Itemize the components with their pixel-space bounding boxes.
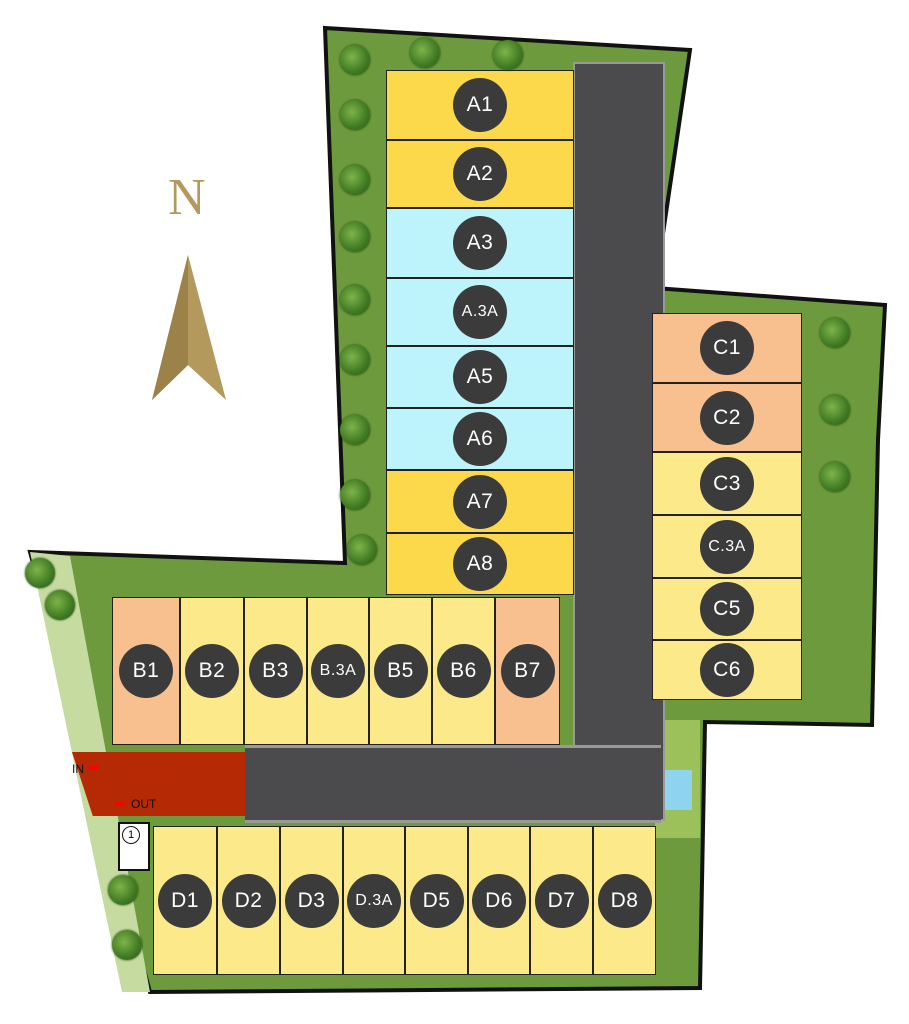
tree-icon	[25, 558, 55, 588]
tree-icon	[112, 930, 142, 960]
lot-a2[interactable]: A2	[386, 140, 574, 208]
tree-icon	[493, 40, 523, 70]
out-arrow-icon: ⬅	[114, 795, 126, 811]
tree-icon	[340, 45, 370, 75]
in-arrow-icon: ➡	[88, 759, 100, 775]
lot-label: C5	[700, 582, 754, 636]
lot-d3[interactable]: D3	[280, 826, 343, 975]
lot-a8[interactable]: A8	[386, 533, 574, 595]
lot-label: B6	[436, 644, 491, 698]
lot-a3a[interactable]: A.3A	[386, 278, 574, 346]
lot-a7[interactable]: A7	[386, 470, 574, 533]
lot-label: C6	[700, 643, 754, 697]
lot-c5[interactable]: C5	[652, 578, 802, 640]
lot-d1[interactable]: D1	[153, 826, 217, 975]
lot-label: B.3A	[311, 644, 365, 698]
lot-label: C3	[700, 456, 754, 511]
lot-b3[interactable]: B3	[244, 597, 307, 745]
lot-label: C1	[700, 321, 754, 375]
tree-icon	[108, 875, 138, 905]
lot-b5[interactable]: B5	[369, 597, 432, 745]
lot-label: B1	[119, 644, 173, 698]
lot-b1[interactable]: B1	[112, 597, 180, 745]
lot-c3[interactable]: C3	[652, 452, 802, 515]
lot-a1[interactable]: A1	[386, 70, 574, 140]
lot-b3a[interactable]: B.3A	[307, 597, 369, 745]
lot-label: A.3A	[453, 285, 507, 339]
lot-label: A6	[453, 412, 507, 466]
lot-d7[interactable]: D7	[530, 826, 593, 975]
lot-label: A3	[453, 216, 507, 270]
lot-c3a[interactable]: C.3A	[652, 515, 802, 578]
lot-label: B2	[185, 644, 239, 698]
tree-icon	[347, 535, 377, 565]
lot-c1[interactable]: C1	[652, 313, 802, 383]
entrance-driveway	[72, 752, 245, 816]
lot-a5[interactable]: A5	[386, 346, 574, 408]
lot-b7[interactable]: B7	[495, 597, 560, 745]
lot-label: D5	[409, 873, 464, 928]
tree-icon	[820, 395, 850, 425]
lot-label: A1	[453, 78, 507, 132]
north-label: N	[168, 169, 206, 226]
lot-label: A8	[453, 537, 507, 591]
lot-d5[interactable]: D5	[405, 826, 468, 975]
lot-a3[interactable]: A3	[386, 208, 574, 278]
lot-label: D1	[158, 873, 212, 928]
lot-b6[interactable]: B6	[432, 597, 495, 745]
lot-c2[interactable]: C2	[652, 383, 802, 452]
tree-icon	[340, 222, 370, 252]
lot-d6[interactable]: D6	[468, 826, 530, 975]
entrance-out-label: OUT	[131, 797, 157, 811]
lot-label: A5	[453, 350, 507, 404]
lot-label: C2	[700, 390, 754, 445]
lot-label: C.3A	[700, 519, 754, 574]
lot-label: A7	[453, 474, 507, 529]
tree-icon	[340, 480, 370, 510]
lot-label: D.3A	[347, 873, 401, 928]
pool	[662, 770, 692, 810]
lot-a6[interactable]: A6	[386, 408, 574, 470]
lot-b2[interactable]: B2	[180, 597, 244, 745]
tree-icon	[340, 100, 370, 130]
lot-label: A2	[453, 147, 507, 201]
lot-label: B5	[373, 644, 428, 698]
lot-d3a[interactable]: D.3A	[343, 826, 405, 975]
north-arrow-icon	[152, 255, 226, 400]
road-horizontal	[245, 745, 661, 823]
lot-label: D8	[597, 873, 652, 928]
tree-icon	[820, 318, 850, 348]
tree-icon	[340, 165, 370, 195]
lot-label: D2	[221, 873, 276, 928]
tree-icon	[340, 285, 370, 315]
tree-icon	[820, 462, 850, 492]
guard-post-number: 1	[122, 826, 140, 844]
tree-icon	[410, 38, 440, 68]
lot-label: D3	[284, 873, 339, 928]
lot-label: D6	[472, 873, 526, 928]
tree-icon	[45, 590, 75, 620]
tree-icon	[340, 415, 370, 445]
lot-label: D7	[534, 873, 589, 928]
lot-label: B7	[500, 644, 555, 698]
lot-d2[interactable]: D2	[217, 826, 280, 975]
lot-c6[interactable]: C6	[652, 640, 802, 700]
entrance-in-label: IN	[72, 762, 84, 776]
lot-d8[interactable]: D8	[593, 826, 656, 975]
lot-label: B3	[248, 644, 303, 698]
tree-icon	[340, 345, 370, 375]
